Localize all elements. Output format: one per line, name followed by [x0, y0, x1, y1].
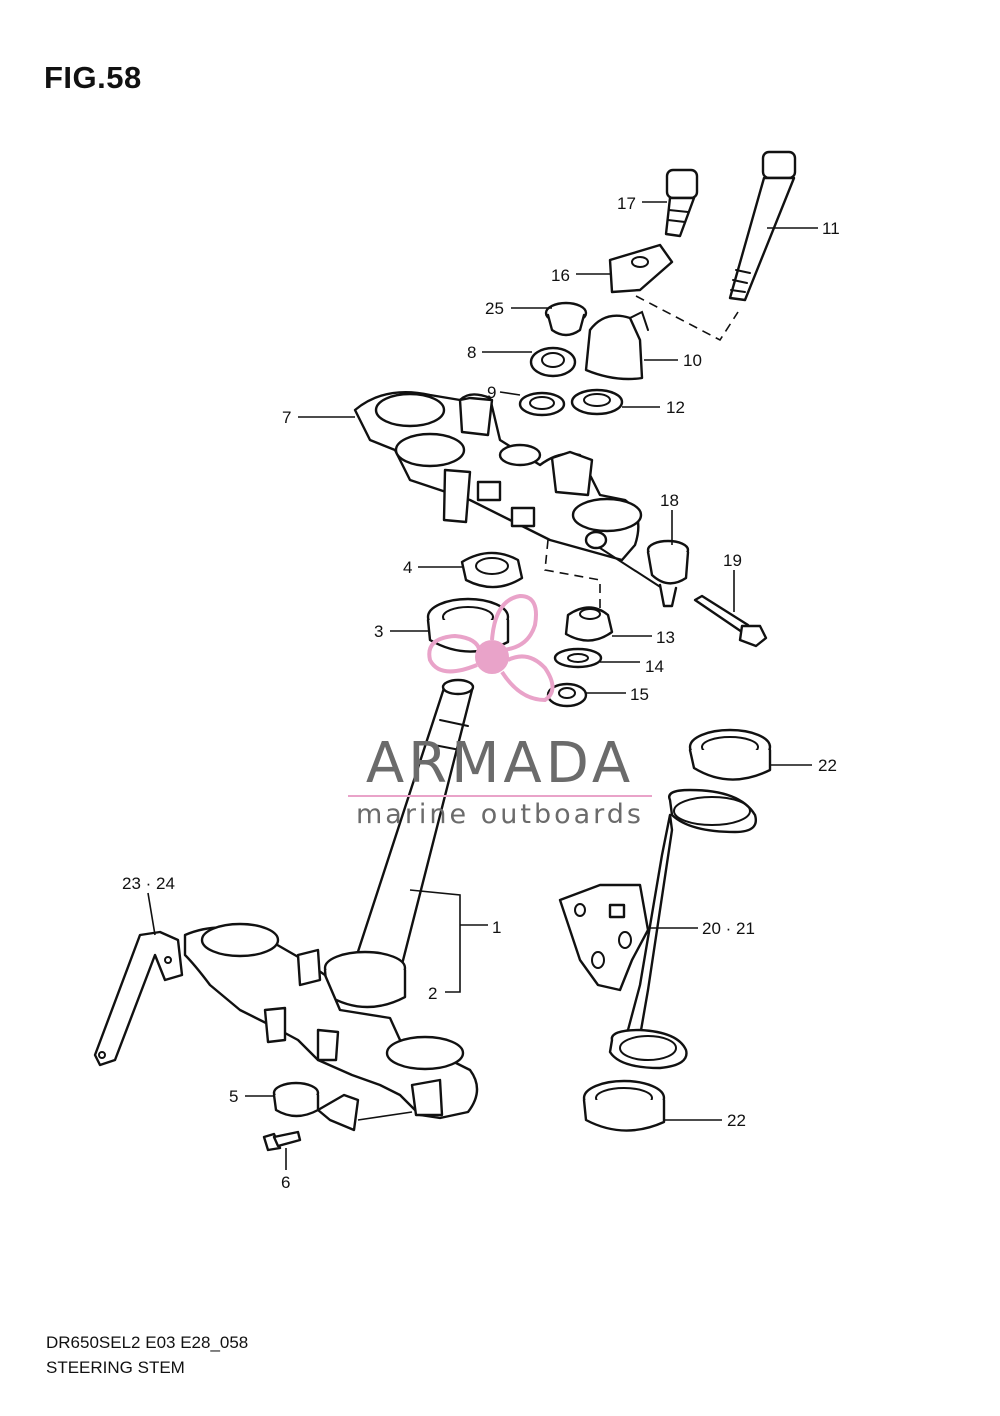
part-11-bolt	[728, 150, 797, 302]
callout-19: 19	[723, 551, 742, 570]
callout-17: 17	[617, 194, 636, 213]
callout-labels: 11 17 16 25 8 10 9 12 7 18 19 4 3 13 14 …	[122, 194, 840, 1192]
alignment-line-middle	[544, 539, 601, 610]
part-8-nut	[529, 346, 577, 378]
callout-10: 10	[683, 351, 702, 370]
callout-4: 4	[403, 558, 412, 577]
callout-2: 2	[428, 984, 437, 1003]
callout-6: 6	[281, 1173, 290, 1192]
alignment-line-upper	[635, 295, 739, 342]
watermark: ARMADA marine outboards	[348, 593, 652, 830]
callout-20-21: 20 · 21	[702, 919, 755, 938]
part-14-washer	[553, 647, 603, 669]
callout-8: 8	[467, 343, 476, 362]
part-4-nut	[460, 551, 524, 589]
part-2-bearing	[323, 950, 407, 1009]
part-22-grommet-upper	[688, 728, 772, 781]
figure-title: FIG.58	[44, 60, 142, 95]
part-25-cap	[544, 301, 588, 337]
part-22-grommet-lower	[582, 1079, 666, 1132]
part-19-bolt	[693, 594, 768, 648]
propeller-logo	[427, 593, 555, 703]
part-3-bearing	[426, 597, 510, 653]
diagram-caption: STEERING STEM	[46, 1358, 185, 1377]
callout-15: 15	[630, 685, 649, 704]
callout-23-24: 23 · 24	[122, 874, 175, 893]
callout-22-upper: 22	[818, 756, 837, 775]
part-18-clamp	[646, 539, 690, 608]
part-6-screw	[262, 1130, 302, 1152]
part-7-upper-bracket	[353, 390, 666, 591]
callout-22-lower: 22	[727, 1111, 746, 1130]
part-13-cap	[564, 606, 614, 642]
part-10-holder	[584, 310, 649, 381]
part-9-washer	[518, 391, 566, 417]
part-17-bolt	[664, 168, 699, 238]
callout-7: 7	[282, 408, 291, 427]
leader-lines	[147, 201, 818, 1170]
lower-bracket	[183, 922, 479, 1120]
callout-3: 3	[374, 622, 383, 641]
callout-13: 13	[656, 628, 675, 647]
callout-5: 5	[229, 1087, 238, 1106]
part-5-grommet	[272, 1081, 360, 1132]
watermark-brand: ARMADA	[366, 731, 634, 796]
part-20-21-bracket	[558, 788, 757, 1070]
callout-25: 25	[485, 299, 504, 318]
part-16-clamp	[608, 243, 674, 294]
part-12-damper	[570, 388, 624, 416]
callout-9: 9	[487, 383, 496, 402]
model-code: DR650SEL2 E03 E28_058	[46, 1333, 249, 1352]
callout-1: 1	[492, 918, 501, 937]
part-23-24-stay	[93, 930, 184, 1067]
callout-14: 14	[645, 657, 664, 676]
callout-11: 11	[822, 219, 840, 238]
callout-16: 16	[551, 266, 570, 285]
part-1-steering-stem	[350, 678, 475, 982]
callout-12: 12	[666, 398, 685, 417]
watermark-tagline: marine outboards	[356, 799, 644, 830]
callout-18: 18	[660, 491, 679, 510]
